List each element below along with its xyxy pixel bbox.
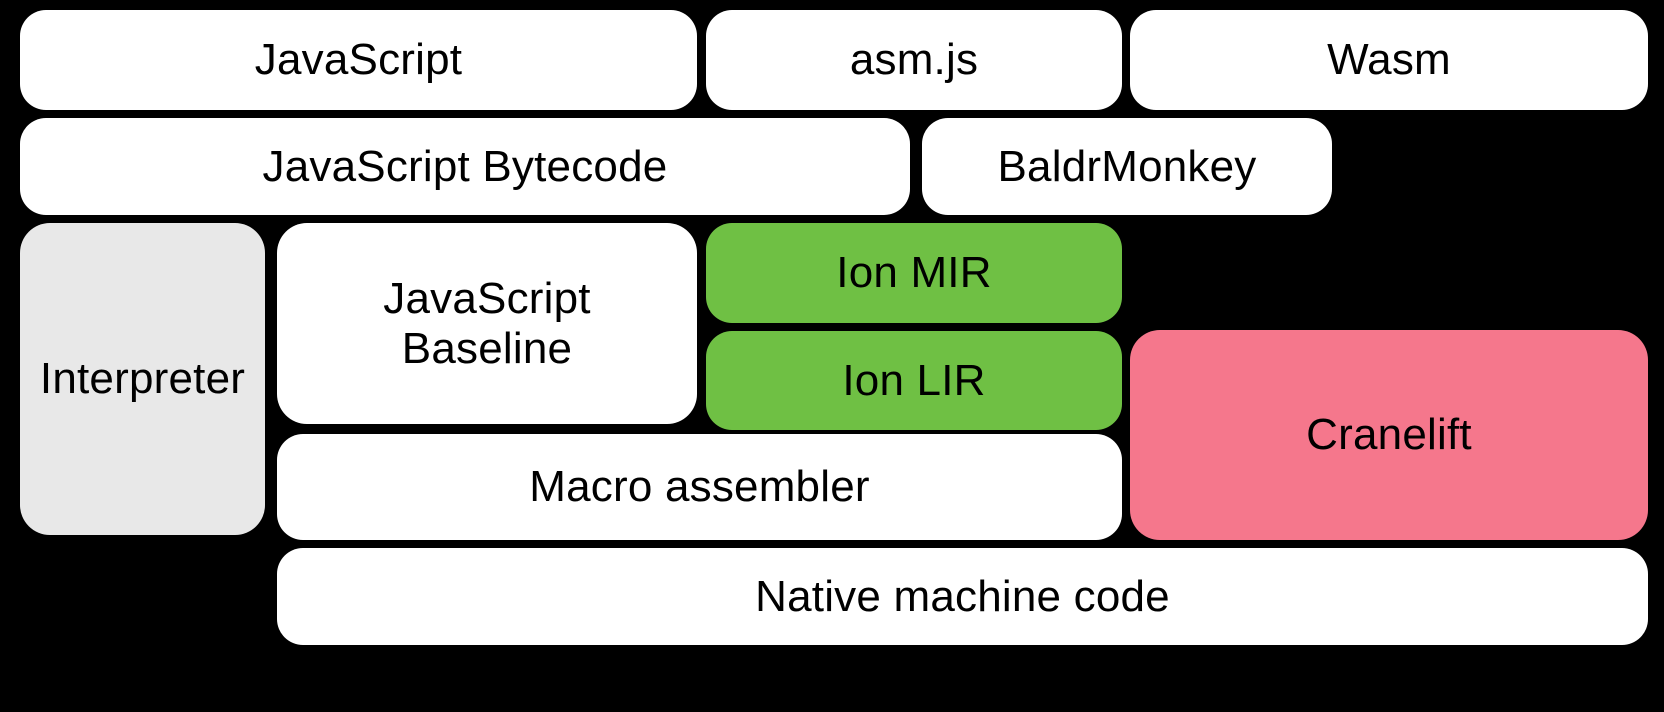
node-javascript-bytecode: JavaScript Bytecode: [20, 118, 910, 215]
node-wasm: Wasm: [1130, 10, 1648, 110]
node-interpreter: Interpreter: [20, 223, 265, 535]
node-macro-assembler: Macro assembler: [277, 434, 1122, 540]
node-ion-mir: Ion MIR: [706, 223, 1122, 323]
node-javascript-baseline: JavaScript Baseline: [277, 223, 697, 424]
node-asm-js: asm.js: [706, 10, 1122, 110]
node-ion-lir: Ion LIR: [706, 331, 1122, 430]
node-baldrmonkey: BaldrMonkey: [922, 118, 1332, 215]
node-javascript: JavaScript: [20, 10, 697, 110]
node-native-machine-code: Native machine code: [277, 548, 1648, 645]
node-cranelift: Cranelift: [1130, 330, 1648, 540]
